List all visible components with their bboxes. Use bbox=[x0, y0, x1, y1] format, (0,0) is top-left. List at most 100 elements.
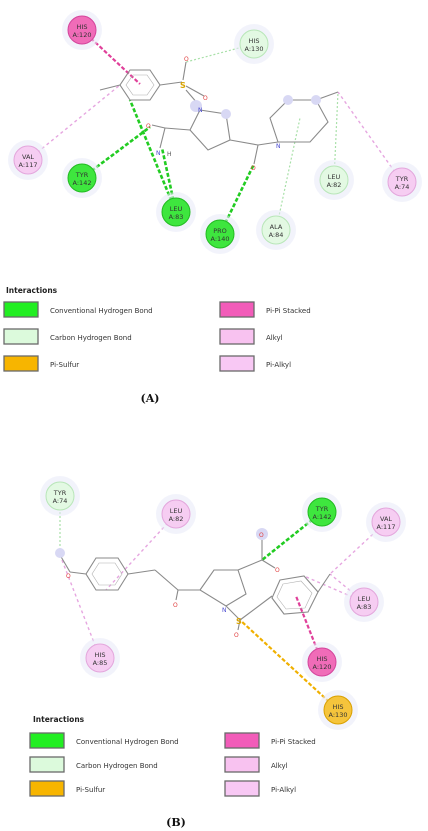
legend-label: Alkyl bbox=[271, 762, 288, 770]
residue-id: A:117 bbox=[19, 161, 38, 169]
sulfur-atom: S bbox=[180, 81, 186, 90]
legend-swatch bbox=[219, 328, 255, 345]
legend-swatch bbox=[219, 355, 255, 372]
residue-id: A:85 bbox=[93, 659, 108, 667]
panel-a-carbon-hb-interaction-line bbox=[275, 117, 301, 231]
legend-swatch bbox=[29, 732, 65, 749]
legend-swatch bbox=[224, 756, 260, 773]
ligand-highlight-glow bbox=[55, 548, 65, 558]
hydrogen-atom: H bbox=[167, 151, 172, 158]
residue-id: A:82 bbox=[327, 181, 342, 189]
ligand-sulfonyl-ring-bond bbox=[239, 595, 273, 621]
legend-title: Interactions bbox=[6, 286, 58, 295]
ligand-ring-sulfonyl-bond bbox=[159, 81, 183, 86]
legend-item: Pi-Alkyl bbox=[219, 355, 291, 372]
legend-swatch bbox=[29, 780, 65, 797]
panel-b-alkyl-interaction-line bbox=[105, 513, 177, 591]
residue-name: LEU bbox=[170, 205, 183, 213]
residue-disc bbox=[161, 499, 191, 529]
panel-b-legend: Interactions Conventional Hydrogen BondC… bbox=[29, 715, 316, 797]
panel-a-atom-labels: S O O N O N H O N bbox=[146, 56, 281, 172]
residue-disc bbox=[307, 497, 337, 527]
residue-name: HIS bbox=[317, 655, 328, 663]
oxygen-atom: O bbox=[203, 95, 208, 102]
residue-name: TYR bbox=[315, 505, 329, 513]
residue-name: LEU bbox=[328, 173, 341, 181]
residue-name: HIS bbox=[77, 23, 88, 31]
legend-swatch bbox=[3, 355, 39, 372]
residue-disc bbox=[85, 643, 115, 673]
legend-item: Pi-Pi Stacked bbox=[224, 732, 316, 749]
legend-item: Pi-Pi Stacked bbox=[219, 301, 311, 318]
legend-swatch bbox=[29, 756, 65, 773]
residue-name: LEU bbox=[170, 507, 183, 515]
panel-a-ligand bbox=[99, 61, 339, 165]
ligand-highlight-glow bbox=[283, 95, 293, 105]
ligand-methoxyphenyl-inner bbox=[91, 562, 123, 586]
residue-name: ALA bbox=[270, 223, 283, 231]
residue-disc bbox=[67, 163, 97, 193]
ligand-amide-o-bond bbox=[253, 144, 259, 165]
panel-a-carbon-hb-interaction-line bbox=[333, 91, 339, 181]
residue-disc bbox=[371, 507, 401, 537]
panel-b-label: (B) bbox=[166, 816, 186, 829]
legend-label: Carbon Hydrogen Bond bbox=[50, 334, 132, 342]
legend-label: Pi-Sulfur bbox=[50, 361, 79, 369]
legend-label: Pi-Pi Stacked bbox=[266, 307, 311, 315]
panel-b-pi-sulfur-interaction-line bbox=[239, 619, 339, 711]
ligand-amide-n-bond bbox=[257, 141, 279, 146]
legend-label: Carbon Hydrogen Bond bbox=[76, 762, 158, 770]
ligand-highlight-glow bbox=[190, 100, 202, 112]
residue-disc bbox=[307, 647, 337, 677]
legend-item: Carbon Hydrogen Bond bbox=[3, 328, 132, 345]
residue-name: TYR bbox=[395, 175, 409, 183]
ligand-carboxamide-bond bbox=[164, 127, 191, 131]
legend-swatch bbox=[224, 732, 260, 749]
legend-item: Pi-Sulfur bbox=[3, 355, 79, 372]
ligand-benzene-inner bbox=[125, 74, 155, 96]
residue-id: A:82 bbox=[169, 515, 184, 523]
legend-item: Carbon Hydrogen Bond bbox=[29, 756, 158, 773]
residue-id: A:117 bbox=[377, 523, 396, 531]
ligand-highlight-glow bbox=[256, 528, 268, 540]
ligand-sulfonyl-o1-bond bbox=[182, 61, 187, 81]
legend-label: Pi-Pi Stacked bbox=[271, 738, 316, 746]
residue-disc bbox=[13, 145, 43, 175]
ligand-pyrazolidine-ring bbox=[199, 569, 247, 607]
residue-id: A:130 bbox=[329, 711, 348, 719]
residue-disc bbox=[205, 219, 235, 249]
ligand-amide-bond bbox=[229, 139, 259, 146]
legend-item: Conventional Hydrogen Bond bbox=[3, 301, 153, 318]
residue-id: A:142 bbox=[313, 513, 332, 521]
ligand-n-sulfonyl-bond bbox=[225, 605, 241, 621]
residue-id: A:130 bbox=[245, 45, 264, 53]
legend-item: Alkyl bbox=[224, 756, 288, 773]
oxygen-atom: O bbox=[146, 123, 151, 130]
residue-disc bbox=[323, 695, 353, 725]
residue-id: A:74 bbox=[53, 497, 68, 505]
residue-name: HIS bbox=[249, 37, 260, 45]
panel-a-interaction-lines bbox=[27, 29, 403, 235]
residue-name: LEU bbox=[358, 595, 371, 603]
residue-disc bbox=[349, 587, 379, 617]
panel-a-residues: HISA:120HISA:130VALA:117TYRA:142LEUA:83P… bbox=[8, 10, 422, 254]
ligand-carboxyl-o2-bond bbox=[261, 559, 276, 569]
residue-id: A:74 bbox=[395, 183, 410, 191]
ligand-highlight-glow bbox=[311, 95, 321, 105]
oxygen-atom: O bbox=[259, 532, 264, 539]
legend-swatch bbox=[3, 301, 39, 318]
residue-disc bbox=[67, 15, 97, 45]
